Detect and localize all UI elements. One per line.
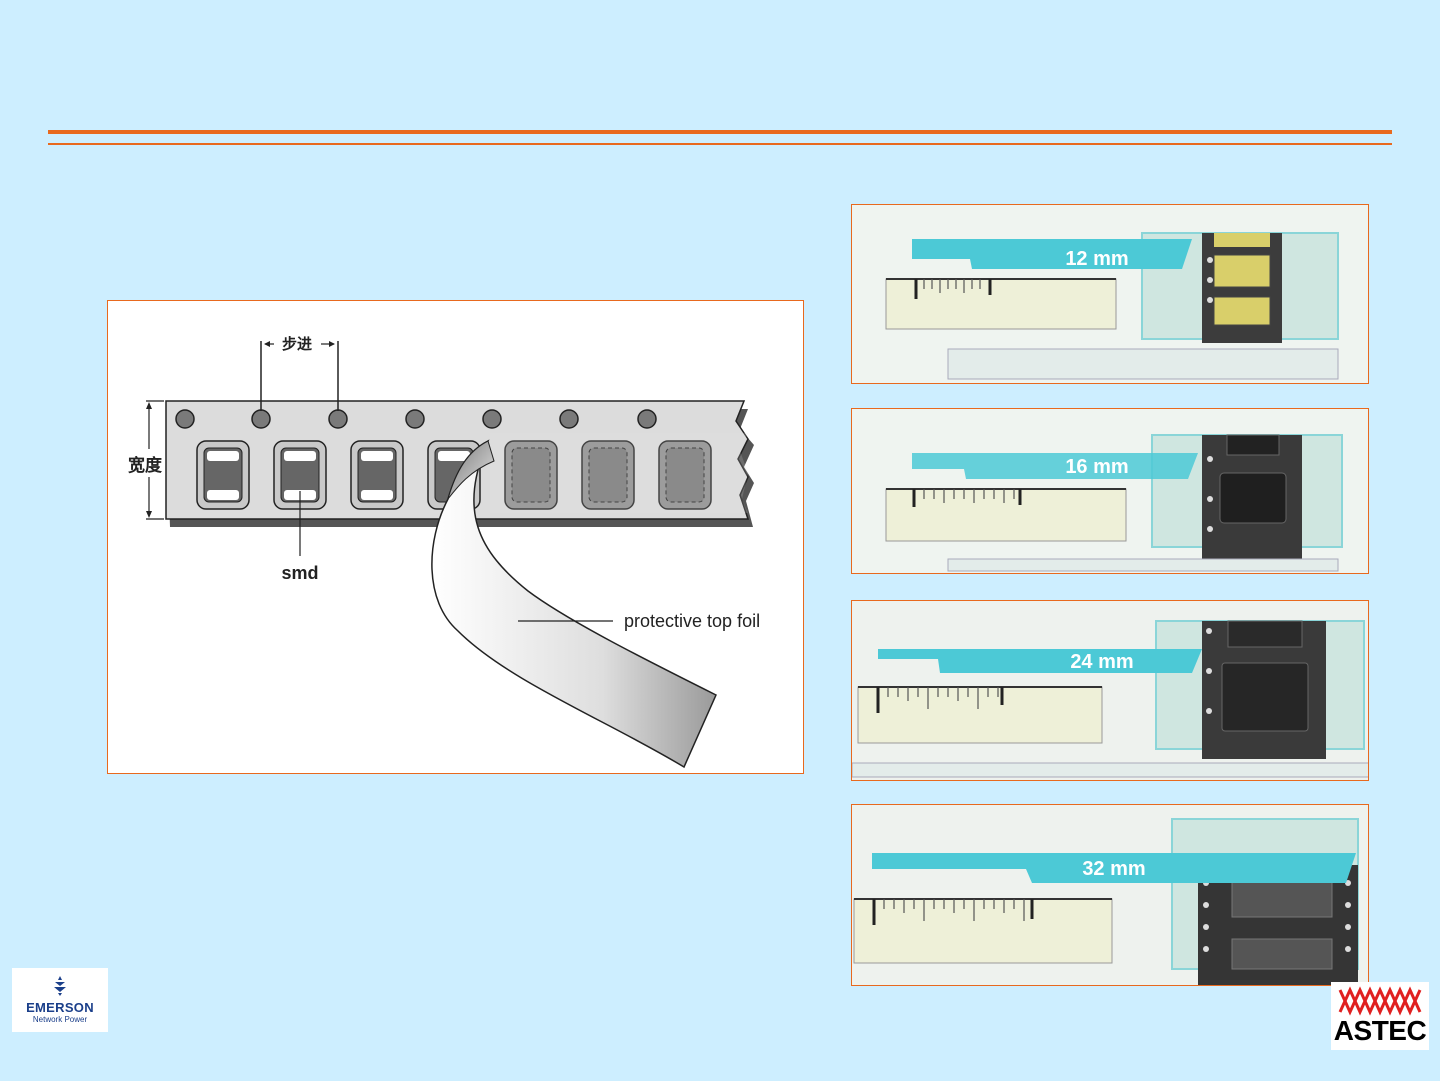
foil-label: protective top foil (624, 611, 760, 631)
emerson-name: EMERSON (12, 1000, 108, 1015)
tape-label-32mm: 32 mm (1082, 858, 1145, 880)
emerson-subtitle: Network Power (12, 1015, 108, 1024)
emerson-mark-icon (52, 976, 68, 996)
tape-photo-16mm: 16 mm (851, 408, 1369, 574)
carrier-tape-illustration: 步进 宽度 smd protective top foil (108, 301, 805, 775)
smd-label: smd (281, 563, 318, 583)
emerson-logo: EMERSON Network Power (12, 968, 108, 1032)
header-rule-thick (48, 130, 1392, 134)
tape-label-16mm: 16 mm (1065, 456, 1128, 478)
header-rule-thin (48, 143, 1392, 145)
tape-photo-32mm: 32 mm (851, 804, 1369, 986)
tape-label-24mm: 24 mm (1070, 651, 1133, 673)
astec-logo: ASTEC (1331, 982, 1429, 1050)
tape-label-12mm: 12 mm (1065, 248, 1128, 270)
tape-photo-24mm: 24 mm (851, 600, 1369, 781)
carrier-tape-diagram: 步进 宽度 smd protective top foil (107, 300, 804, 774)
astec-name: ASTEC (1331, 1015, 1429, 1047)
astec-mark-icon (1338, 986, 1422, 1016)
pitch-label: 步进 (282, 335, 312, 353)
tape-photo-12mm: 12 mm (851, 204, 1369, 384)
width-label: 宽度 (128, 455, 163, 476)
